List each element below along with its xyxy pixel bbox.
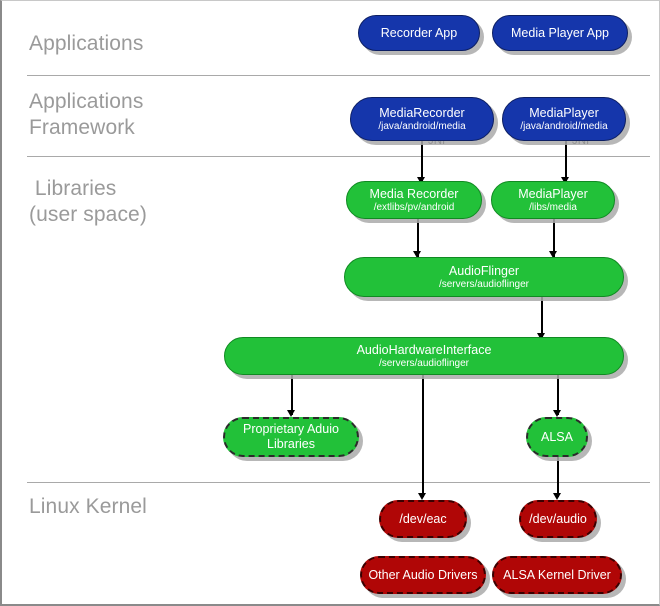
divider-linux-kernel (27, 482, 650, 483)
divider-framework (27, 156, 650, 157)
node-audioflinger-title: AudioFlinger (448, 263, 520, 278)
node-audioflinger-subtitle: /servers/audioflinger (438, 278, 530, 290)
layer-label-libraries: Libraries (user space) (29, 177, 147, 226)
node-recorder-app-title: Recorder App (380, 25, 458, 40)
connector-alsa-dev-audio (557, 457, 559, 497)
node-mediaplayer-framework-subtitle: /java/android/media (520, 120, 608, 132)
node-mediaplayer-library[interactable]: MediaPlayer /libs/media (491, 181, 615, 219)
connector-mediaplayer-audioflinger (553, 219, 555, 257)
node-audiohardwareinterface[interactable]: AudioHardwareInterface /servers/audiofli… (224, 337, 624, 375)
layer-label-applications: Applications (29, 32, 144, 55)
connector-ahi-alsa (557, 375, 559, 415)
connector-mediarecorder-jni (421, 141, 423, 183)
connector-mediaplayer-jni (565, 141, 567, 183)
node-mediaplayer-library-title: MediaPlayer (518, 186, 588, 201)
node-mediarecorder-framework[interactable]: MediaRecorder /java/android/media (350, 97, 494, 141)
arrowhead-ahi-proprietary (287, 410, 295, 417)
node-mediarecorder-framework-subtitle: /java/android/media (378, 120, 466, 132)
node-audiohardwareinterface-subtitle: /servers/audioflinger (378, 357, 470, 369)
node-alsa-title: ALSA (541, 429, 573, 444)
layer-label-linux-kernel: Linux Kernel (29, 495, 147, 518)
node-proprietary-audio-libraries[interactable]: Proprietary Aduio Libraries (223, 417, 359, 457)
node-other-audio-drivers[interactable]: Other Audio Drivers (360, 556, 486, 594)
node-mediaplayer-framework[interactable]: MediaPlayer /java/android/media (502, 97, 626, 141)
node-audiohardwareinterface-title: AudioHardwareInterface (356, 342, 492, 357)
node-audioflinger[interactable]: AudioFlinger /servers/audioflinger (344, 257, 624, 297)
node-dev-eac[interactable]: /dev/eac (379, 500, 467, 538)
node-media-recorder-library[interactable]: Media Recorder /extlibs/pv/android (346, 181, 482, 219)
connector-ahi-proprietary (291, 375, 293, 415)
node-proprietary-audio-libraries-title: Proprietary Aduio (243, 422, 339, 436)
node-alsa[interactable]: ALSA (526, 417, 588, 457)
layer-label-applications-framework: Applications Framework (29, 90, 144, 139)
arrowhead-ahi-dev-eac (418, 493, 426, 500)
node-recorder-app[interactable]: Recorder App (358, 15, 480, 51)
arrowhead-ahi-alsa (553, 410, 561, 417)
node-dev-eac-title: /dev/eac (399, 511, 447, 526)
node-mediaplayer-library-subtitle: /libs/media (529, 201, 577, 213)
node-alsa-kernel-driver[interactable]: ALSA Kernel Driver (492, 556, 622, 594)
node-other-audio-drivers-title: Other Audio Drivers (368, 567, 478, 582)
connector-mediarecorder-audioflinger (417, 219, 419, 257)
arrowhead-alsa-dev-audio (553, 493, 561, 500)
node-media-recorder-library-title: Media Recorder (369, 186, 459, 201)
node-media-player-app[interactable]: Media Player App (492, 15, 628, 51)
connector-ahi-dev-eac (422, 375, 424, 497)
node-mediaplayer-framework-title: MediaPlayer (529, 105, 599, 120)
node-dev-audio-title: /dev/audio (529, 511, 587, 526)
connector-audioflinger-audiohardwareinterface (541, 297, 543, 339)
node-proprietary-audio-libraries-subtitle: Libraries (267, 437, 315, 451)
node-mediarecorder-framework-title: MediaRecorder (379, 105, 465, 120)
arrowhead-mediarecorder-audioflinger (413, 251, 421, 258)
node-dev-audio[interactable]: /dev/audio (519, 500, 597, 538)
node-alsa-kernel-driver-title: ALSA Kernel Driver (503, 567, 611, 582)
node-media-player-app-title: Media Player App (511, 25, 609, 40)
arrowhead-mediaplayer-audioflinger (549, 251, 557, 258)
node-media-recorder-library-subtitle: /extlibs/pv/android (373, 201, 455, 213)
divider-applications (27, 75, 650, 76)
